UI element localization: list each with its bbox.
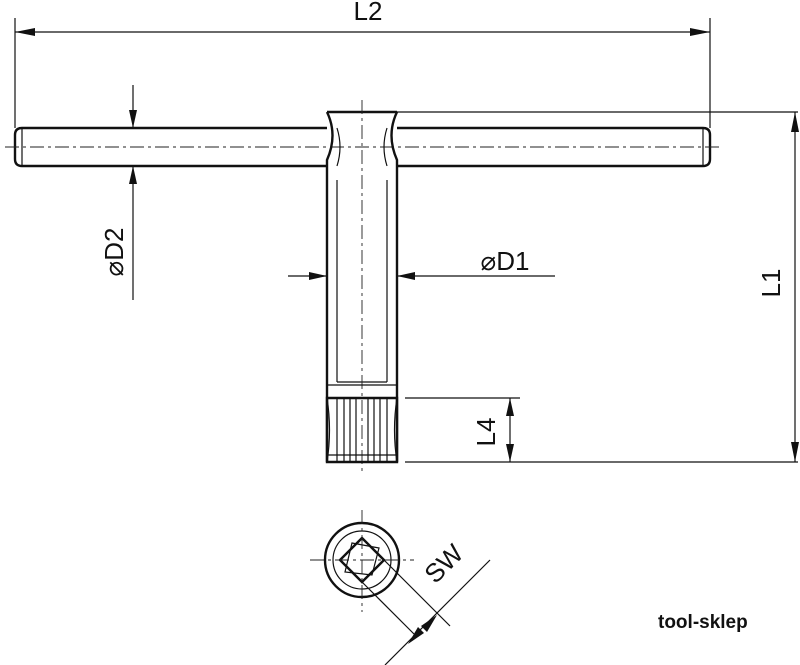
dimension-d1: ⌀D1 <box>288 246 555 280</box>
dimension-d2-label: ⌀D2 <box>99 228 129 277</box>
dimension-l2-label: L2 <box>354 0 383 26</box>
dimension-l2: L2 <box>15 0 710 36</box>
dimension-l1-label: L1 <box>756 269 786 298</box>
brand-watermark: tool-sklep <box>658 612 748 633</box>
socket-end-view <box>310 510 414 612</box>
extension-lines <box>14 18 798 463</box>
dimension-l4-label: L4 <box>471 418 501 447</box>
dimension-l4: L4 <box>471 398 514 462</box>
drive-tip <box>325 384 399 464</box>
shank-body <box>325 100 399 475</box>
dimension-d1-label: ⌀D1 <box>481 246 530 276</box>
dimension-d2: ⌀D2 <box>99 85 137 300</box>
dimension-sw-label: SW <box>418 538 469 589</box>
dimension-l1: L1 <box>756 112 799 462</box>
t-bar-handle <box>5 126 722 168</box>
